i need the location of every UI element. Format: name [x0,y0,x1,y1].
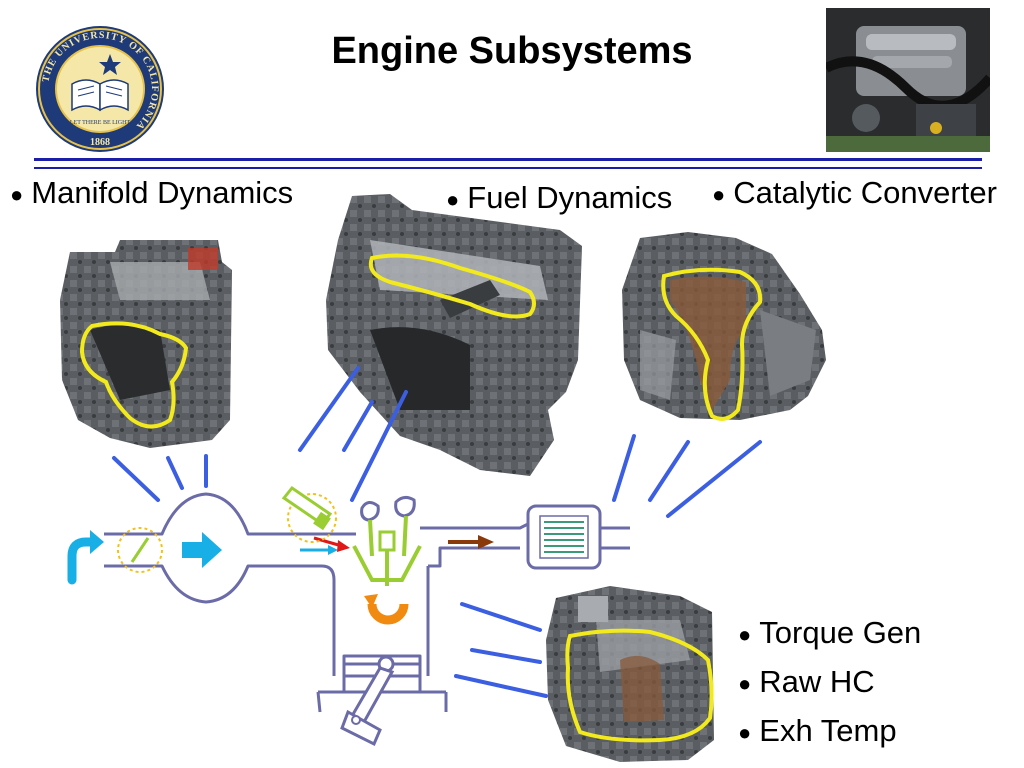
fuel-rail-highlight-outline [368,253,536,319]
throttle-valve-icon [117,527,163,573]
bullet-fuel-dynamics: ● Fuel Dynamics [446,180,672,216]
bullet-dot-icon: ● [446,186,460,212]
exhaust-flow-arrow-icon [448,535,494,549]
bullet-label: Manifold Dynamics [31,175,294,210]
subsystem-pointer-lines [112,366,762,698]
bullet-dot-icon: ● [738,621,752,647]
engine-photo-header [826,8,990,152]
crankshaft-connecting-rod-icon [340,655,395,747]
bullet-label: Torque Gen [759,615,922,650]
intake-air-arrow-icon [67,530,104,585]
manifold-highlight-outline [79,321,189,429]
plenum-flow-arrow-icon [182,532,222,568]
fuel-injector-icon [281,485,337,543]
engine-photo-catalytic-converter [622,232,826,421]
seal-motto: LET THERE BE LIGHT [70,120,131,126]
slide-title: Engine Subsystems [331,30,693,72]
catalytic-highlight-outline [661,267,763,421]
bullet-label: Fuel Dynamics [467,180,673,215]
bullet-dot-icon: ● [10,181,24,207]
engine-photo-exhaust [546,586,714,762]
engine-photo-intake-manifold [60,240,232,448]
torque-rotation-icon [364,594,409,625]
bullet-dot-icon: ● [738,670,752,696]
bullet-exh-temp: ● Exh Temp [738,713,897,749]
bullet-label: Exh Temp [759,713,897,748]
bullet-raw-hc: ● Raw HC [738,664,875,700]
engine-photo-fuel-rail [326,194,582,476]
bullet-label: Raw HC [759,664,875,699]
bullet-dot-icon: ● [712,181,726,207]
bullet-label: Catalytic Converter [733,175,997,210]
catalytic-converter-icon [539,515,589,559]
bullet-torque-gen: ● Torque Gen [738,615,921,651]
exhaust-highlight-outline [565,628,714,743]
seal-year: 1868 [90,137,110,148]
bullet-manifold-dynamics: ● Manifold Dynamics [10,175,293,211]
bullet-dot-icon: ● [738,719,752,745]
header-divider [34,158,982,169]
bullet-catalytic-converter: ● Catalytic Converter [712,175,997,211]
cylinder-valves-icon [352,495,422,586]
port-flow-arrows-icon [300,536,350,555]
university-seal-logo: THE UNIVERSITY OF CALIFORNIA LET THERE B… [36,26,164,152]
